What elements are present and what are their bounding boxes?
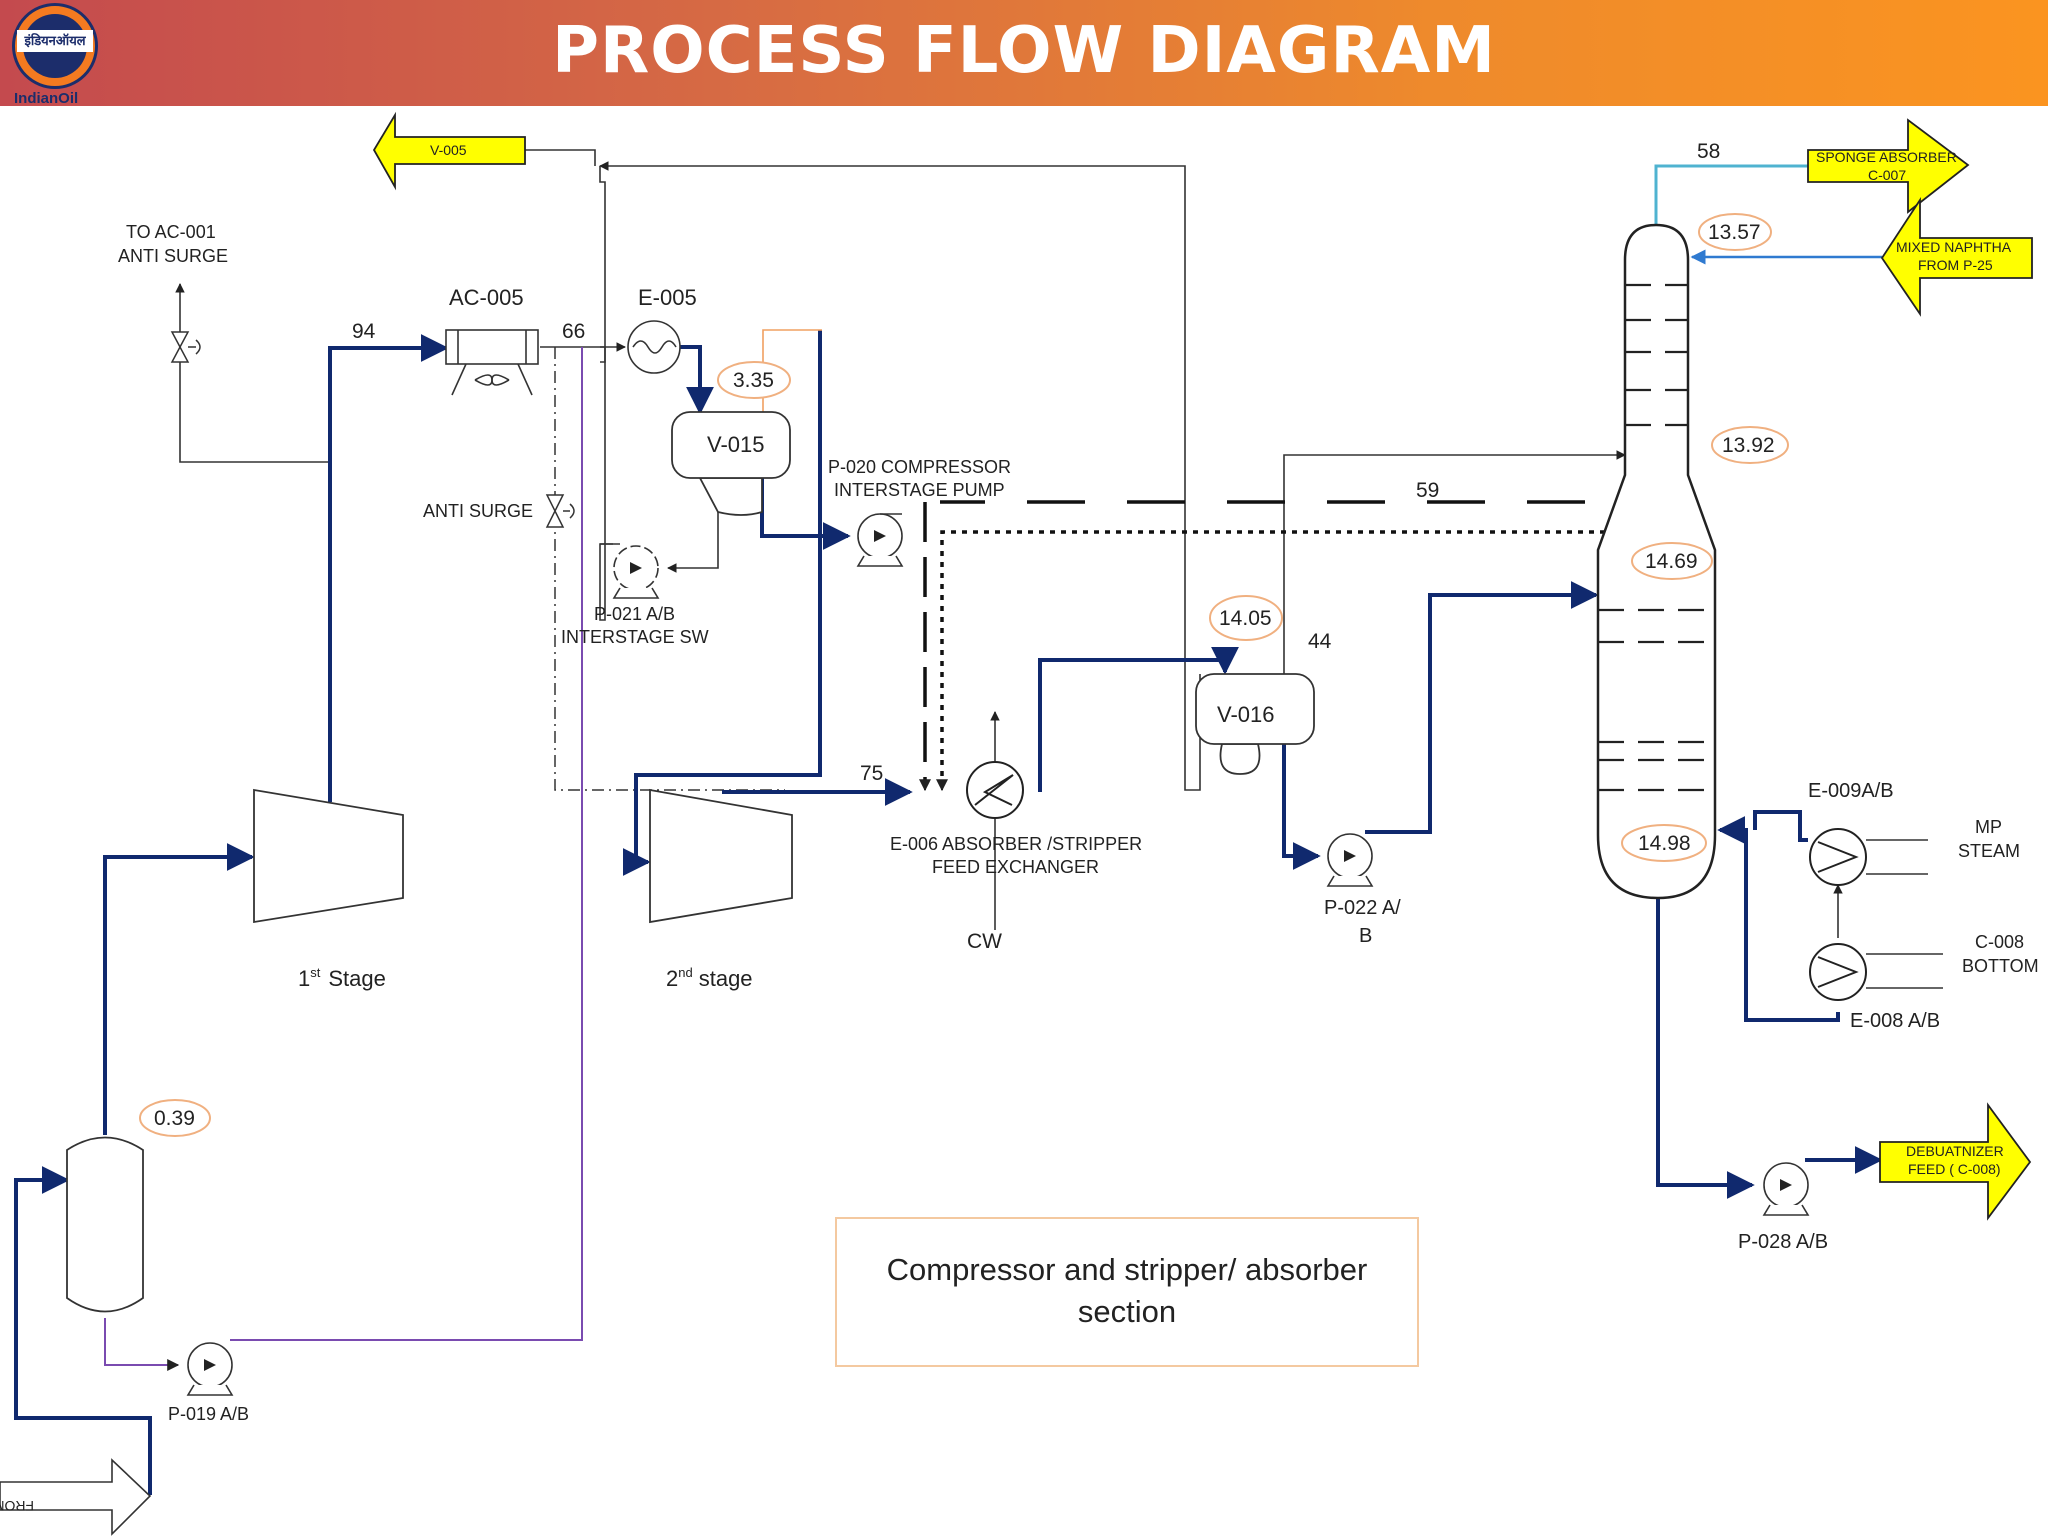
label-cw: CW: [967, 930, 1002, 953]
stream-58: 58: [1697, 140, 1720, 163]
pressure-bubbles: [139, 213, 1789, 1137]
label-mp-steam-line2: STEAM: [1958, 841, 2020, 861]
stream-66: 66: [562, 320, 585, 343]
label-p-021-line1: P-021 A/B: [594, 604, 675, 624]
arrow-text-debut-line2: FEED ( C-008): [1908, 1161, 2001, 1177]
stage2-number: 2: [666, 966, 678, 991]
arrow-sponge-absorber: [1807, 118, 1970, 214]
label-e-006-line1: E-006 ABSORBER /STRIPPER: [890, 834, 1142, 854]
dotted-line: [940, 530, 1605, 780]
arrow-text-v-005: V-005: [430, 142, 467, 158]
label-p-022-line1: P-022 A/: [1324, 897, 1401, 919]
label-mp-steam-line1: MP: [1975, 817, 2002, 837]
label-1st-stage: 1st Stage: [298, 965, 386, 991]
arrow-from-v-05: [0, 1458, 152, 1536]
label-p-022-line2: B: [1359, 925, 1372, 947]
stream-75: 75: [860, 762, 883, 785]
label-v-015: V-015: [707, 432, 765, 457]
label-c-008-line1: C-008: [1975, 932, 2024, 952]
stream-59: 59: [1416, 479, 1439, 502]
sponge-absorber-line: [1654, 164, 1808, 226]
label-p-028: P-028 A/B: [1738, 1231, 1828, 1253]
pump-impellers: [204, 530, 1792, 1371]
stream-94: 94: [352, 320, 376, 343]
label-e-005: E-005: [638, 285, 697, 310]
arrow-text-from-v-05: FROM V-05: [0, 1498, 34, 1514]
caption-line1: Compressor and stripper/ absorber: [887, 1252, 1368, 1287]
pump-p-021: [612, 545, 660, 599]
stage1-word: Stage: [328, 966, 386, 991]
pressure-13-92: 13.92: [1722, 434, 1775, 457]
label-e-008: E-008 A/B: [1850, 1010, 1940, 1032]
label-p-020-line1: P-020 COMPRESSOR: [828, 457, 1011, 477]
label-to-ac-001-line1: TO AC-001: [126, 222, 216, 242]
purple-line: [104, 347, 583, 1371]
pressure-14-69: 14.69: [1645, 550, 1698, 573]
logo-band-text: इंडियनऑयल: [17, 30, 93, 52]
label-ac-005: AC-005: [449, 285, 524, 310]
arrow-text-sponge-line1: SPONGE ABSORBER: [1816, 149, 1957, 165]
stage1-superscript: st: [310, 965, 321, 980]
stage2-superscript: nd: [678, 965, 692, 980]
pressure-14-05: 14.05: [1219, 607, 1272, 630]
label-p-021-line2: INTERSTAGE SW: [561, 627, 709, 647]
stream-44: 44: [1308, 630, 1332, 653]
labels: AC-005 E-005 V-015 V-016 P-020 COMPRESSO…: [0, 140, 2039, 1514]
page-title: PROCESS FLOW DIAGRAM: [552, 14, 1496, 88]
label-p-020-line2: INTERSTAGE PUMP: [834, 480, 1005, 500]
label-e-009: E-009A/B: [1808, 780, 1894, 802]
header-banner: इंडियनऑयल IndianOil PROCESS FLOW DIAGRAM: [0, 0, 2048, 107]
stage1-number: 1: [298, 966, 310, 991]
arrow-text-naphtha-line2: FROM P-25: [1918, 257, 1993, 273]
main-process-lines: [14, 330, 1883, 1495]
pressure-3-35: 3.35: [733, 369, 774, 392]
indianoil-logo: इंडियनऑयल: [12, 3, 98, 89]
pressure-0-39: 0.39: [154, 1107, 195, 1130]
arrow-debutanizer: [1879, 1102, 2032, 1221]
label-anti-surge: ANTI SURGE: [423, 501, 533, 521]
pump-p-022: [1326, 833, 1374, 887]
label-c-008-line2: BOTTOM: [1962, 956, 2039, 976]
arrow-mixed-naphtha: [1880, 196, 2033, 317]
label-e-006-line2: FEED EXCHANGER: [932, 857, 1099, 877]
feed-drum: [66, 1136, 144, 1313]
pressure-14-98: 14.98: [1638, 832, 1691, 855]
drum-v-016: [1195, 673, 1315, 775]
compressor-1st-stage: [253, 788, 404, 924]
label-p-019: P-019 A/B: [168, 1404, 249, 1424]
label-v-016: V-016: [1217, 702, 1275, 727]
caption-line2: section: [1078, 1294, 1176, 1329]
arrow-text-naphtha-line1: MIXED NAPHTHA: [1896, 239, 2012, 255]
drum-v-015: [671, 411, 791, 516]
exchanger-e-005: [627, 320, 681, 374]
arrow-v-005: [372, 111, 526, 191]
exchanger-e-006: [966, 761, 1024, 819]
pressure-13-57: 13.57: [1708, 221, 1761, 244]
compressor-2nd-stage: [649, 788, 793, 924]
anti-surge-valve-top: [170, 331, 201, 363]
exchanger-e-008: [1809, 943, 1867, 1001]
yellow-arrows: [372, 111, 2033, 1221]
brand-name: IndianOil: [14, 90, 79, 107]
pump-p-020: [856, 513, 904, 567]
column-trays: [1598, 283, 1715, 792]
thin-process-lines: [175, 149, 1943, 989]
pump-p-028: [1762, 1162, 1810, 1216]
long-dash-line: [923, 500, 1585, 780]
air-cooler-ac-005: [445, 329, 539, 396]
caption-box: [835, 1217, 1419, 1367]
arrow-text-sponge-line2: C-007: [1868, 167, 1906, 183]
label-to-ac-001-line2: ANTI SURGE: [118, 246, 228, 266]
arrow-text-debut-line1: DEBUATNIZER: [1906, 1143, 2004, 1159]
anti-surge-valve: [545, 494, 575, 528]
exchanger-e-009: [1809, 828, 1867, 886]
pump-p-019: [186, 1342, 234, 1396]
stage2-word: stage: [699, 966, 753, 991]
